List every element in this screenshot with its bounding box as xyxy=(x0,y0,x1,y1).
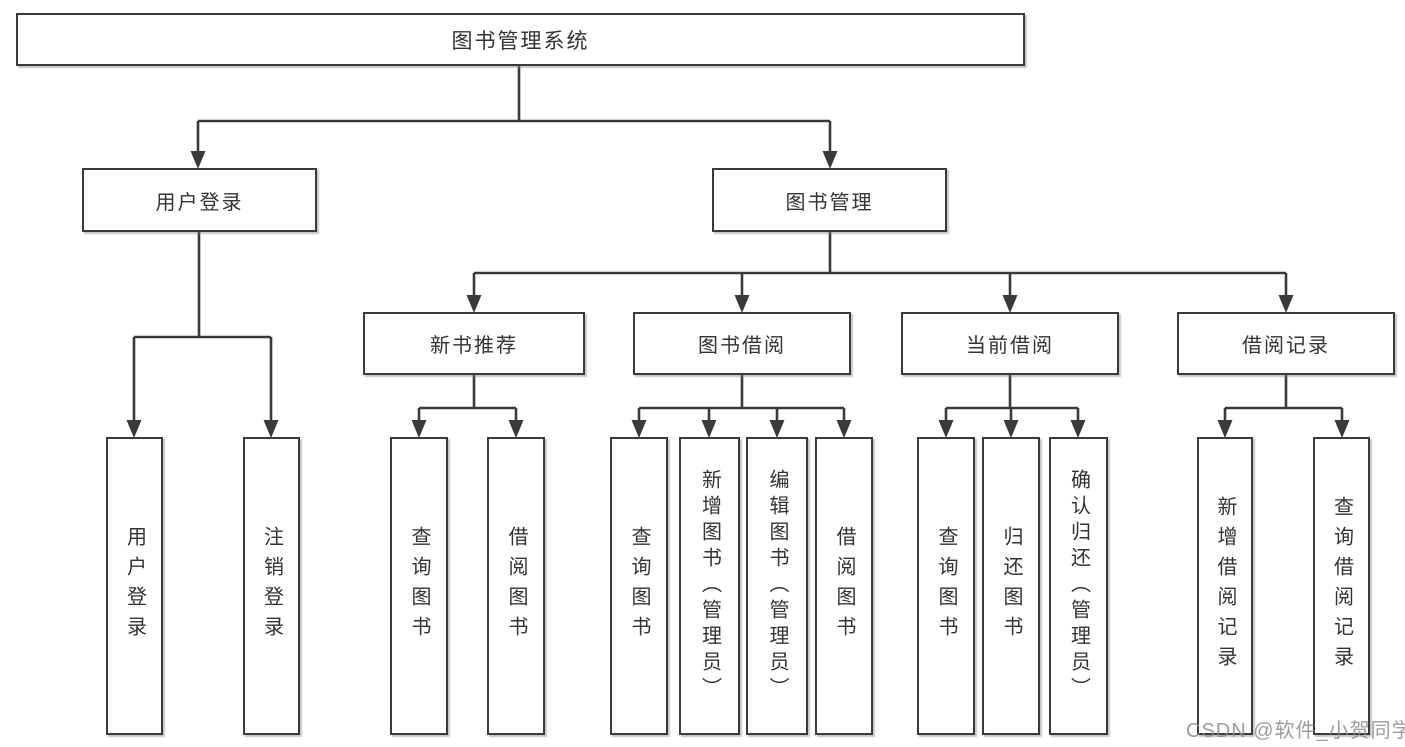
node-current-borrowing: 当前借阅 xyxy=(901,312,1119,375)
node-root: 图书管理系统 xyxy=(16,13,1025,66)
node-user-login: 用户登录 xyxy=(82,168,317,232)
connector-new-book-recommend-to-leaves xyxy=(411,375,524,438)
connector-current-borrowing-to-leaves xyxy=(938,375,1086,438)
node-borrowing-records: 借阅记录 xyxy=(1177,312,1395,375)
leaf-current-confirm-return-admin: 确认归还（管理员） xyxy=(1049,437,1108,735)
connector-book-borrowing-to-leaves xyxy=(631,375,852,438)
leaf-records-query-record: 查询借阅记录 xyxy=(1313,437,1370,735)
connector-root-to-level2 xyxy=(190,66,838,169)
leaf-borrowing-add-book-admin: 新增图书（管理员） xyxy=(679,437,740,735)
leaf-current-return-book: 归还图书 xyxy=(982,437,1040,735)
leaf-recommend-borrow-book: 借阅图书 xyxy=(487,437,545,735)
leaf-current-query-book: 查询图书 xyxy=(917,437,975,735)
leaf-recommend-query-book: 查询图书 xyxy=(390,437,448,735)
node-new-book-recommend: 新书推荐 xyxy=(363,312,585,375)
node-book-borrowing: 图书借阅 xyxy=(633,312,851,375)
csdn-watermark: CSDN @软件_小贺同学 xyxy=(1186,720,1405,742)
node-book-management: 图书管理 xyxy=(712,168,947,232)
leaf-user-login: 用户登录 xyxy=(106,437,163,735)
leaf-borrowing-edit-book-admin: 编辑图书（管理员） xyxy=(746,437,808,735)
leaf-records-add-record: 新增借阅记录 xyxy=(1197,437,1253,735)
connector-user-login-to-leaves xyxy=(126,232,279,438)
leaf-logout-login: 注销登录 xyxy=(243,437,300,735)
leaf-borrowing-query-book: 查询图书 xyxy=(610,437,668,735)
leaf-borrowing-borrow-book: 借阅图书 xyxy=(815,437,873,735)
connector-borrowing-records-to-leaves xyxy=(1217,375,1350,438)
connector-book-management-to-level3 xyxy=(466,231,1294,313)
